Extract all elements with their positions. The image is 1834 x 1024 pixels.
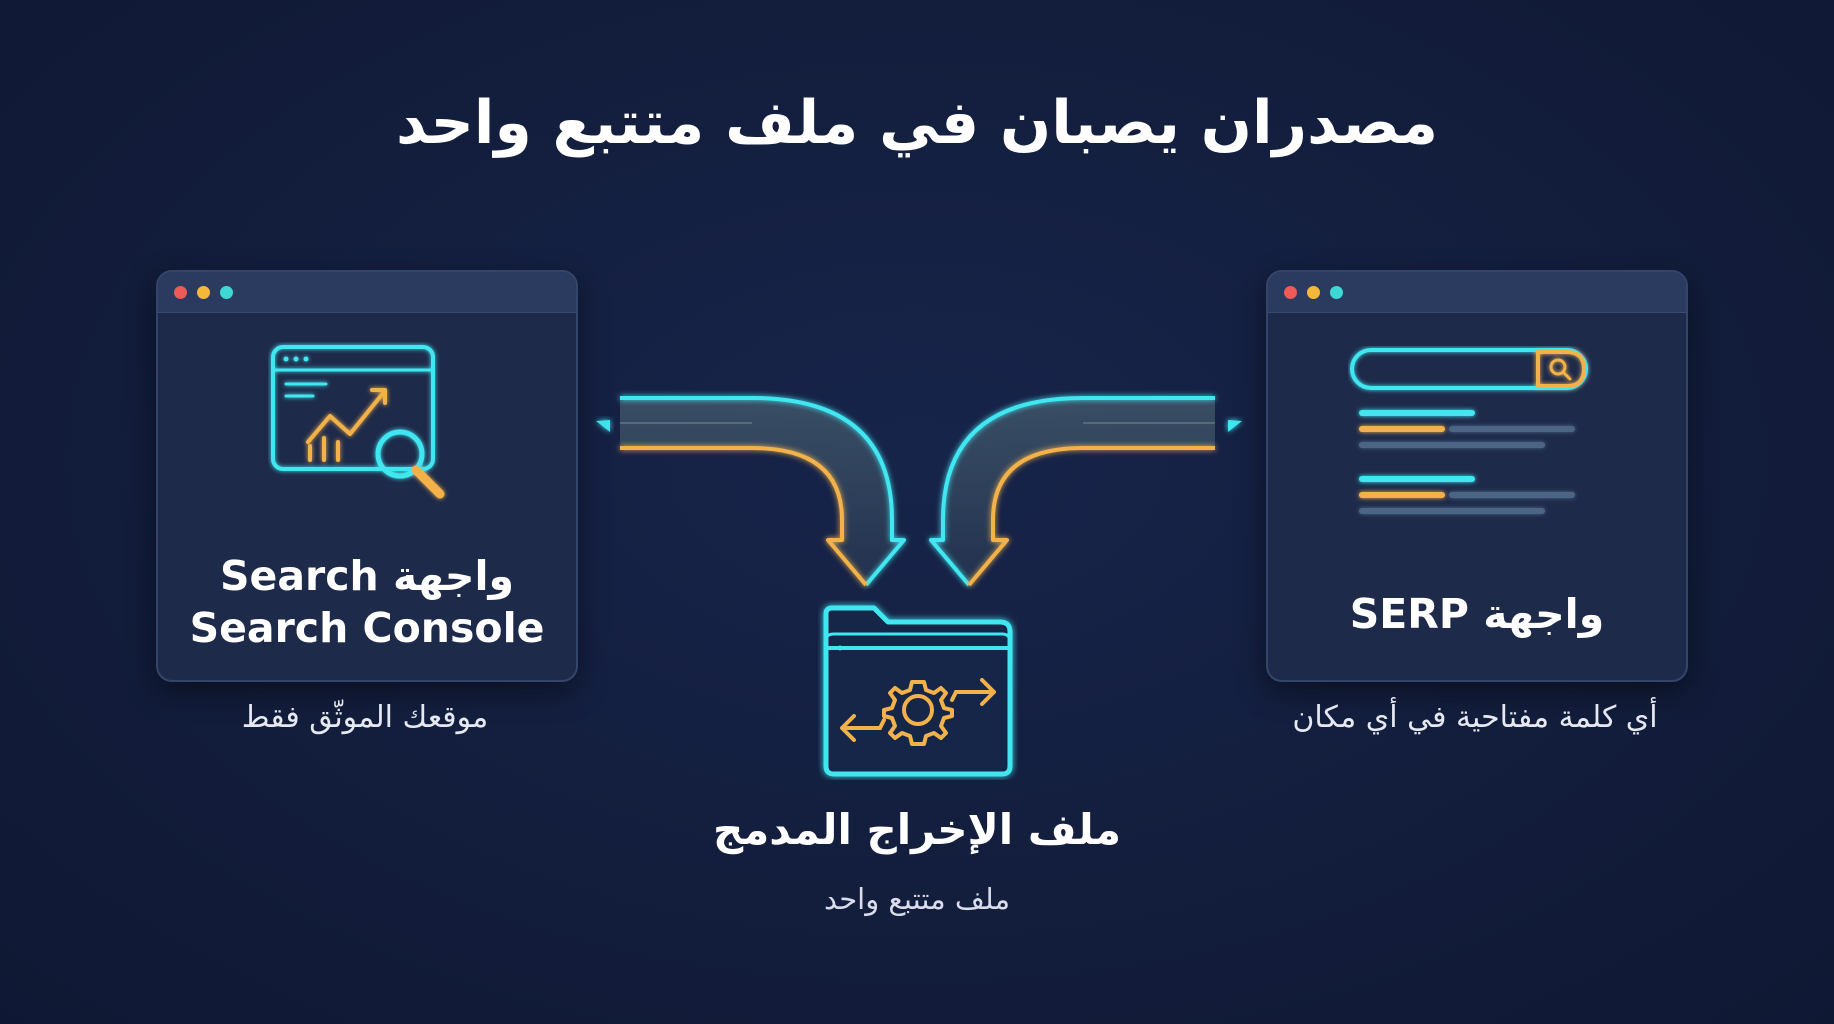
serp-window: واجهة SERP <box>1266 270 1688 682</box>
window-titlebar <box>158 272 576 313</box>
close-dot <box>1284 286 1297 299</box>
search-results-icon <box>1350 348 1588 514</box>
minimize-dot <box>197 286 210 299</box>
analytics-magnifier-icon <box>271 345 445 499</box>
serp-label: واجهة SERP <box>1349 590 1605 638</box>
page-title: مصدران يصبان في ملف متتبع واحد <box>395 88 1439 158</box>
search-console-window: واجهة Search Search Console <box>156 270 578 682</box>
output-title: ملف الإخراج المدمج <box>712 805 1121 854</box>
minimize-dot <box>1307 286 1320 299</box>
right-flow-arrow <box>929 396 1242 587</box>
serp-caption: أي كلمة مفتاحية في أي مكان <box>1292 700 1658 735</box>
search-console-label-line1: واجهة Search <box>219 552 514 600</box>
search-console-label-line2: Search Console <box>189 604 545 652</box>
close-dot <box>174 286 187 299</box>
maximize-dot <box>220 286 233 299</box>
output-subtitle: ملف متتبع واحد <box>823 882 1011 916</box>
folder-gear-icon <box>823 605 1013 777</box>
search-console-caption: موقعك الموثّق فقط <box>241 700 489 735</box>
maximize-dot <box>1330 286 1343 299</box>
left-flow-arrow <box>596 396 906 587</box>
window-titlebar <box>1268 272 1686 313</box>
